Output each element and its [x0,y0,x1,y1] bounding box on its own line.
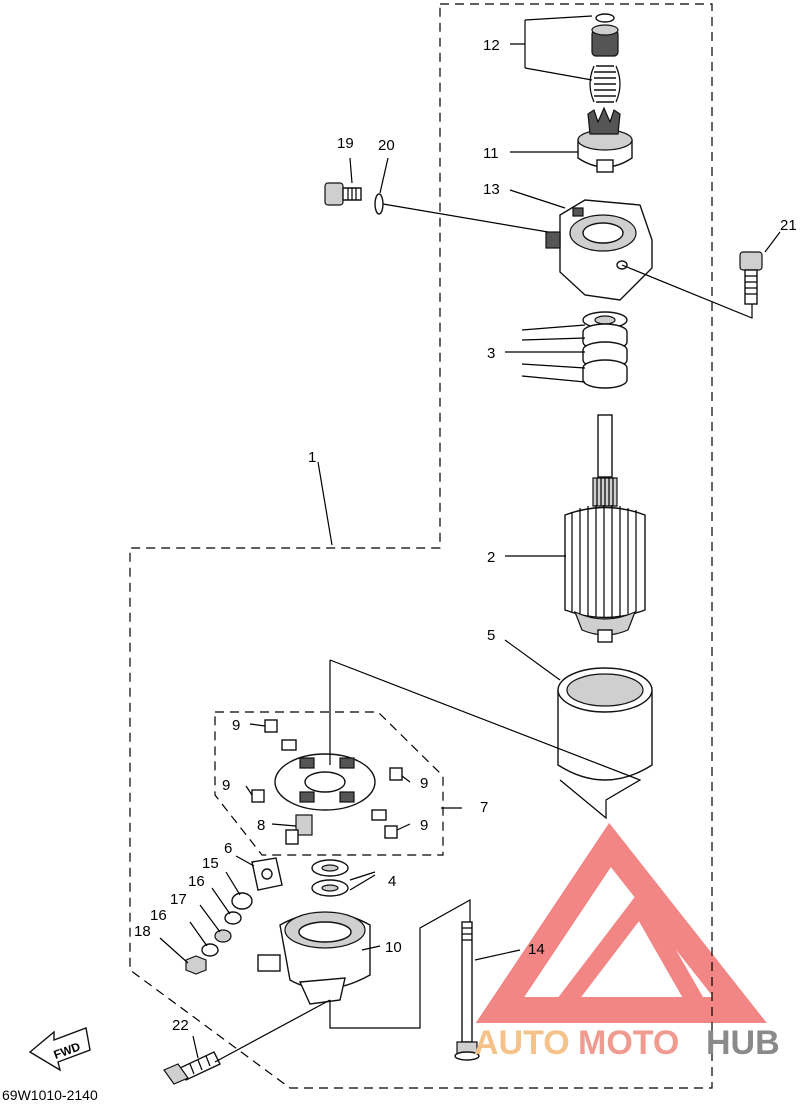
part-14-through-bolt [454,921,480,1061]
part-19-bolt [324,182,362,206]
diagram-code: 69W1010-2140 [2,1087,98,1103]
brush-holder-group-outline [214,711,444,856]
callout-18: 18 [134,923,151,940]
leader-lines [159,15,781,1063]
callout-3: 3 [487,345,495,362]
part-10-rear-bracket [257,911,371,1005]
part-12-set [589,13,621,103]
part-2-armature [564,414,646,643]
part-4-washers [311,859,349,897]
part-6-plate [251,857,283,891]
part-20-washer [374,193,384,215]
callout-9a: 9 [232,717,240,734]
callout-11: 11 [483,145,499,162]
small-fasteners [185,892,253,975]
watermark-hub: HUB [706,1024,780,1062]
callout-2: 2 [487,549,495,566]
callout-5: 5 [487,627,495,644]
callout-9d: 9 [420,817,428,834]
part-9-springs [251,719,403,839]
callout-13: 13 [483,181,500,198]
callout-22: 22 [172,1017,189,1034]
callout-9b: 9 [420,775,428,792]
callout-7: 7 [480,799,488,816]
callout-1: 1 [308,449,316,466]
callout-4: 4 [388,873,396,890]
part-5-yoke [557,667,653,781]
callout-20: 20 [378,137,395,154]
callout-14: 14 [528,941,545,958]
callout-15: 15 [202,855,219,872]
part-8-terminal [285,814,313,845]
watermark-auto: AUTO [474,1024,570,1062]
watermark-text: AUTO MOTO HUB [474,1024,780,1062]
callouts: 12 11 19 20 13 21 3 1 2 5 9 9 9 7 9 8 6 … [134,37,797,1034]
part-3-washers [582,311,628,389]
callout-17: 17 [170,891,187,908]
watermark-moto: MOTO [578,1024,679,1062]
callout-21: 21 [780,217,797,234]
fwd-arrow: FWD [28,1027,91,1072]
callout-12: 12 [483,37,500,54]
watermark-logo [475,822,767,1023]
part-22-bolt [163,1051,221,1085]
callout-6: 6 [224,840,232,857]
callout-9c: 9 [222,777,230,794]
part-21-screw [739,251,763,305]
callout-10: 10 [385,939,402,956]
part-7-brush-plate [274,739,387,821]
part-11-pinion [577,106,633,173]
callout-16a: 16 [188,873,205,890]
callout-16b: 16 [150,907,167,924]
assembly-outline [129,3,713,1089]
callout-19: 19 [337,135,354,152]
callout-8: 8 [257,817,265,834]
part-13-front-bracket [545,199,653,301]
